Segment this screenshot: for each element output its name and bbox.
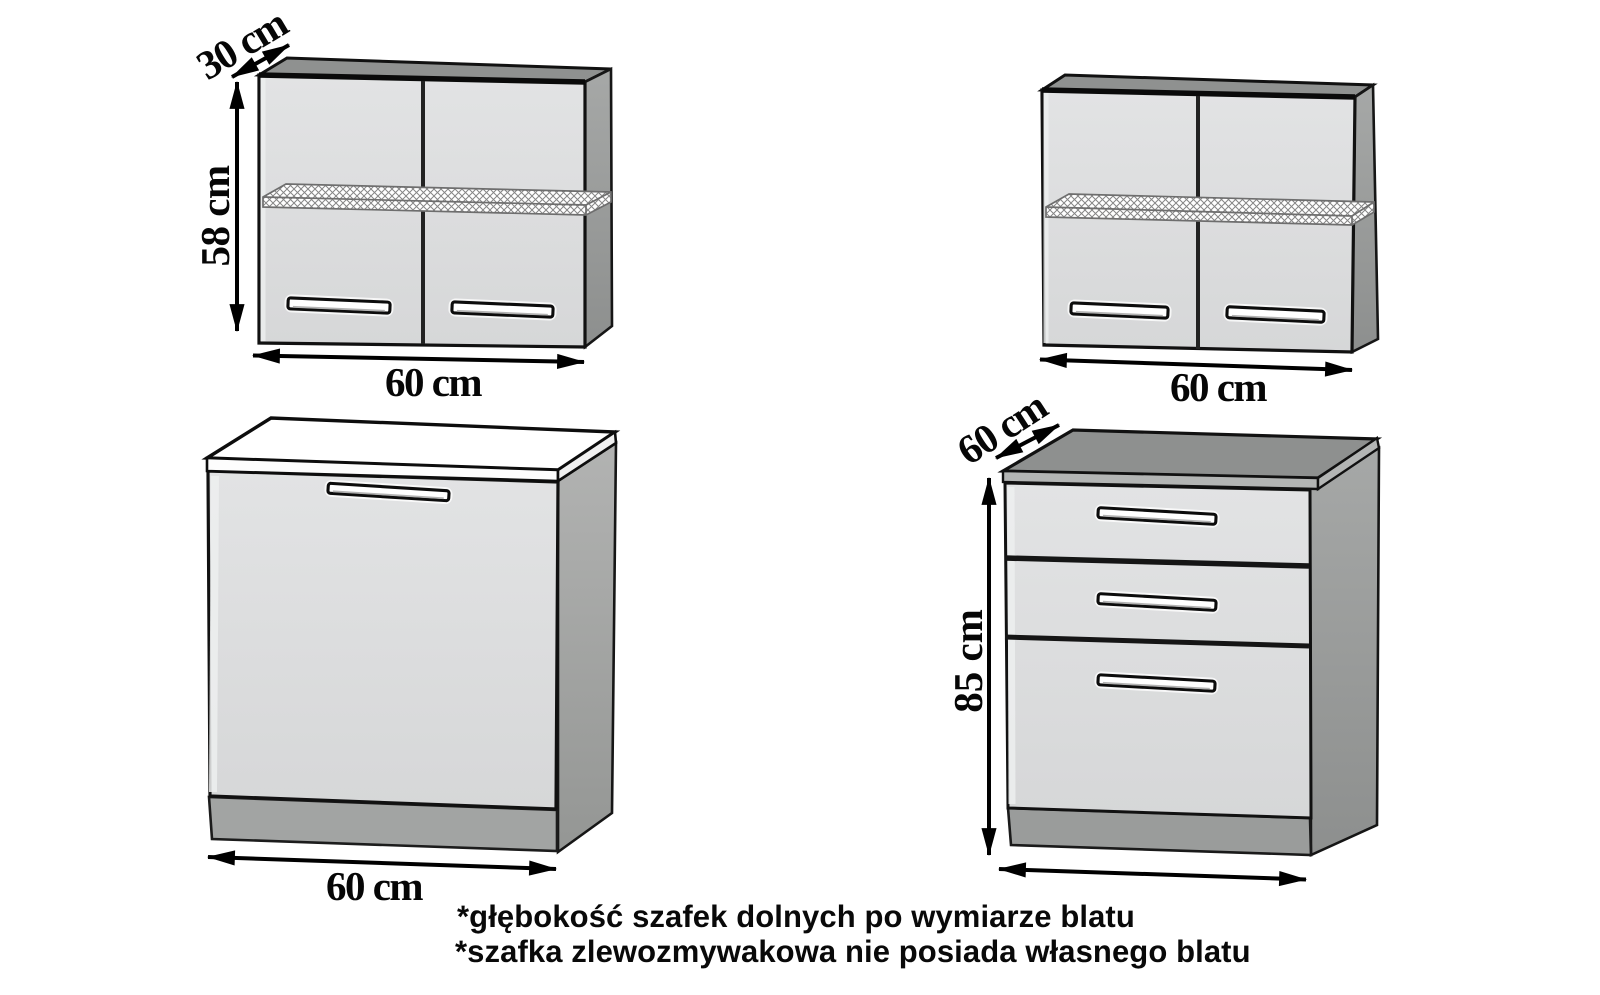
svg-text:*szafka zlewozmywakowa nie pos: *szafka zlewozmywakowa nie posiada własn… (455, 934, 1251, 969)
svg-text:60 cm: 60 cm (385, 359, 482, 405)
svg-text:58 cm: 58 cm (192, 165, 238, 266)
svg-text:60 cm: 60 cm (1170, 364, 1267, 410)
svg-text:*głębokość szafek dolnych po w: *głębokość szafek dolnych po wymiarze bl… (457, 899, 1135, 934)
svg-text:85 cm: 85 cm (945, 609, 991, 713)
svg-text:60 cm: 60 cm (326, 863, 423, 909)
